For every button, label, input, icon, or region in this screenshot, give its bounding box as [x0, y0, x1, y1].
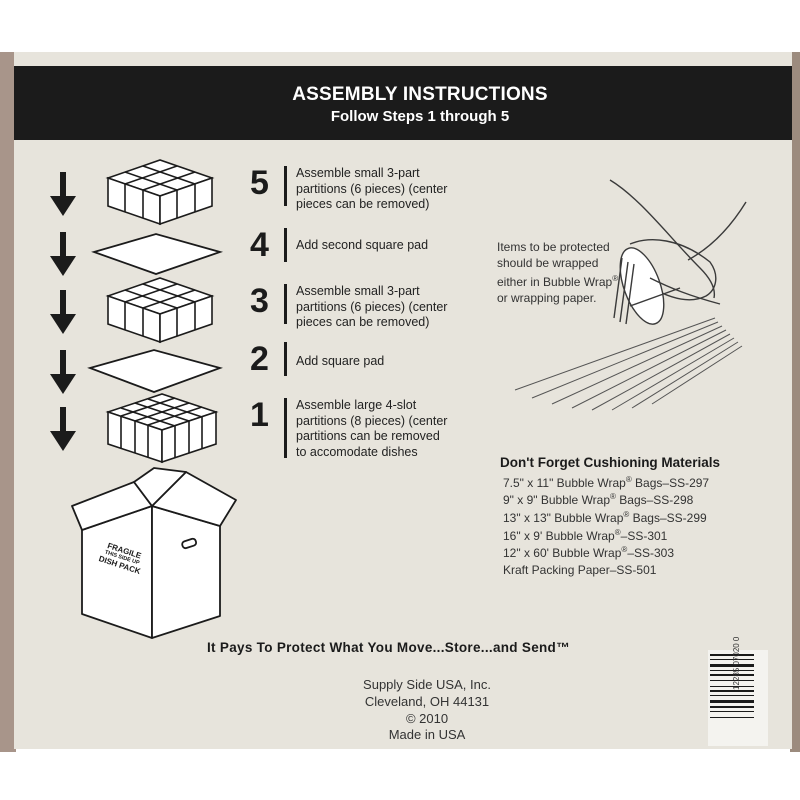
barcode-bar: [710, 690, 754, 692]
step-number: 3: [250, 282, 269, 320]
step-description: Assemble small 3-part partitions (6 piec…: [296, 166, 447, 213]
material-item: 7.5" x 11" Bubble Wrap® Bags–SS-297: [503, 475, 710, 490]
barcode-bar: [710, 674, 754, 676]
material-item: 12" x 60' Bubble Wrap®–SS-303: [503, 545, 675, 560]
barcode-bar: [710, 664, 754, 667]
step-divider: [284, 284, 287, 324]
dish-pack-box-icon: [71, 467, 237, 639]
page-subtitle: Follow Steps 1 through 5: [330, 108, 510, 125]
barcode-bar: [710, 706, 754, 708]
partition-grid-icon: [105, 393, 219, 464]
barcode-bar: [710, 717, 754, 718]
barcode-bar: [710, 700, 754, 703]
registered-mark: ®: [621, 545, 628, 554]
registered-mark: ®: [610, 492, 616, 501]
cardboard-edge-left: [0, 52, 16, 752]
step-divider: [284, 166, 287, 206]
barcode-digits: 12285 07020 0: [732, 636, 741, 690]
material-item: 16" x 9' Bubble Wrap®–SS-301: [503, 528, 668, 543]
barcode-bar: [710, 680, 754, 681]
made-in: Made in USA: [388, 727, 466, 742]
materials-title: Don't Forget Cushioning Materials: [500, 455, 720, 470]
step-number: 5: [250, 164, 269, 202]
step-line: partitions can be removed: [296, 429, 440, 443]
company-address: Cleveland, OH 44131: [364, 694, 490, 709]
step-description: Assemble small 3-part partitions (6 piec…: [296, 284, 447, 331]
step-description: Add second square pad: [296, 238, 428, 254]
barcode-bar: [710, 695, 754, 696]
registered-mark: ®: [612, 274, 619, 283]
step-description: Add square pad: [296, 354, 384, 370]
square-pad-icon: [87, 349, 223, 393]
step-number: 2: [250, 340, 269, 378]
down-arrow-icon: [50, 290, 76, 334]
wrap-note-line: or wrapping paper.: [497, 290, 597, 305]
copyright: © 2010: [405, 711, 449, 726]
step-divider: [284, 398, 287, 458]
barcode-bar: [710, 686, 754, 687]
registered-mark: ®: [625, 475, 632, 484]
wrapping-hands-illustration: [514, 179, 747, 411]
step-line: to accomodate dishes: [296, 444, 418, 459]
wrap-note-line: Items to be protected: [497, 240, 610, 254]
step-divider: [284, 342, 287, 376]
company-name: Supply Side USA, Inc.: [363, 677, 491, 692]
step-description: Assemble large 4-slot partitions (8 piec…: [296, 398, 447, 460]
down-arrow-icon: [50, 407, 76, 451]
step-line: Assemble small 3-part: [296, 284, 420, 298]
barcode-bar: [710, 654, 754, 656]
step-line: Assemble large 4-slot: [296, 398, 417, 412]
step-number: 1: [250, 396, 269, 434]
material-item: Kraft Packing Paper–SS-501: [503, 563, 657, 577]
barcode-bar: [710, 711, 754, 712]
partition-grid-icon: [105, 277, 215, 344]
page-title: ASSEMBLY INSTRUCTIONS: [292, 84, 548, 105]
step-line: partitions (8 pieces) (center: [296, 413, 448, 428]
registered-mark: ®: [614, 528, 621, 537]
step-line: partitions (6 pieces) (center: [296, 299, 448, 314]
wrap-note-line: should be wrapped: [497, 255, 599, 270]
barcode-bar: [710, 670, 754, 671]
step-line: Assemble small 3-part: [296, 166, 420, 180]
wrap-note-line: either in Bubble Wrap®: [497, 274, 619, 289]
step-divider: [284, 228, 287, 262]
step-line: pieces can be removed): [296, 315, 430, 329]
wrap-note: Items to be protected should be wrapped …: [497, 240, 657, 306]
down-arrow-icon: [50, 350, 76, 394]
down-arrow-icon: [50, 172, 76, 216]
step-line: pieces can be removed): [296, 197, 430, 211]
cardboard-edge-right: [790, 52, 800, 752]
step-line: Add second square pad: [296, 238, 429, 252]
material-item: 9" x 9" Bubble Wrap® Bags–SS-298: [503, 492, 694, 507]
square-pad-icon: [91, 233, 224, 275]
slogan: It Pays To Protect What You Move...Store…: [207, 640, 570, 655]
registered-mark: ®: [623, 510, 630, 519]
down-arrow-icon: [50, 232, 76, 276]
step-number: 4: [250, 226, 269, 264]
barcode-bar: [710, 659, 754, 660]
step-line: Add square pad: [296, 354, 385, 368]
step-line: partitions (6 pieces) (center: [296, 181, 448, 196]
header-banner: [14, 66, 792, 140]
partition-grid-icon: [105, 159, 215, 226]
barcode: [708, 650, 768, 746]
material-item: 13" x 13" Bubble Wrap® Bags–SS-299: [503, 510, 707, 525]
